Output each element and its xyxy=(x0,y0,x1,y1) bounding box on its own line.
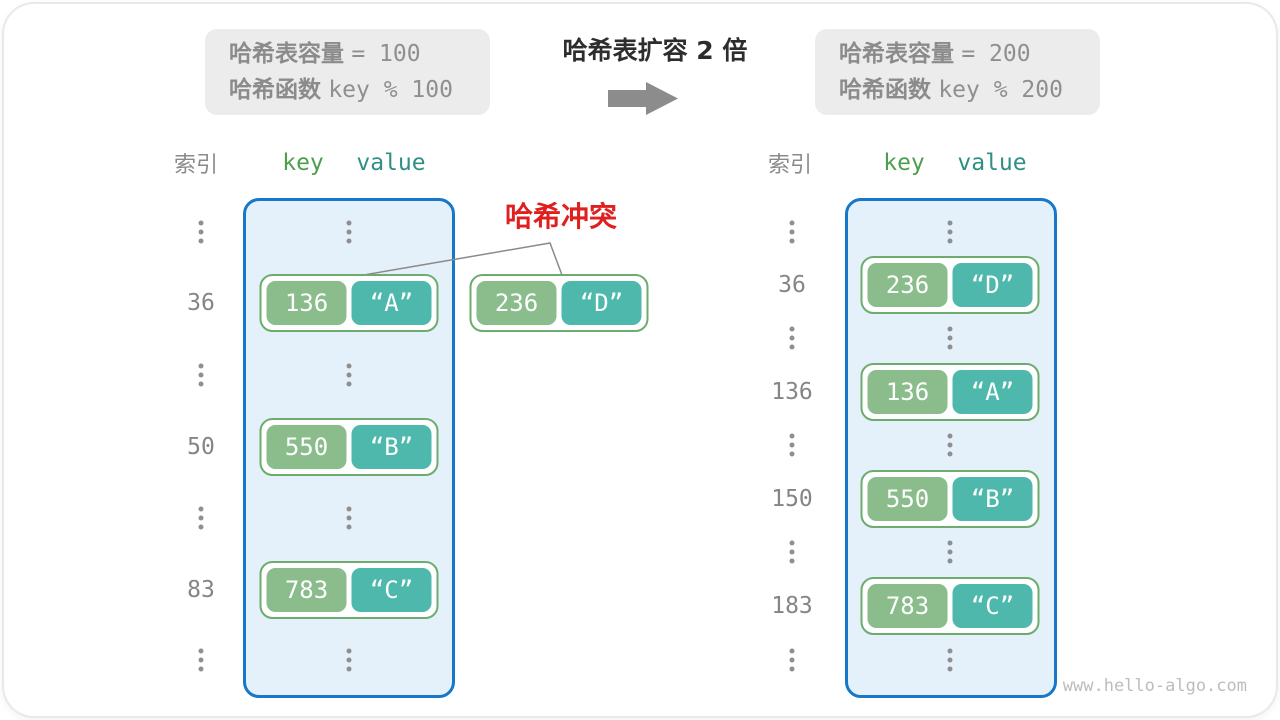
right-index-183: 183 xyxy=(771,593,813,619)
pair-136-A: 136 “A” xyxy=(259,274,439,332)
ellipsis-icon xyxy=(198,506,204,530)
right-index-150: 150 xyxy=(771,486,813,512)
pair-550-B: 550 “B” xyxy=(259,418,439,476)
transition-title: 哈希表扩容 2 倍 xyxy=(562,36,748,65)
pair-136-A: 136 “A” xyxy=(860,363,1040,421)
diagram-card xyxy=(4,4,1276,716)
ellipsis-icon xyxy=(947,648,953,672)
hashfn-value: key % 200 xyxy=(938,77,1063,103)
left-index-50: 50 xyxy=(187,434,215,460)
hashfn-label: 哈希函数 xyxy=(229,77,321,103)
ellipsis-icon xyxy=(789,433,795,457)
ellipsis-icon xyxy=(947,220,953,244)
arrow-right-icon xyxy=(608,82,678,119)
ellipsis-icon xyxy=(947,433,953,457)
pair-550-B: 550 “B” xyxy=(860,470,1040,528)
key-cell: 236 xyxy=(476,281,557,325)
value-cell: “A” xyxy=(351,281,432,325)
pair-236-D-colliding: 236 “D” xyxy=(469,274,649,332)
ellipsis-icon xyxy=(789,648,795,672)
right-index-136: 136 xyxy=(771,379,813,405)
pair-236-D: 236 “D” xyxy=(860,256,1040,314)
key-cell: 550 xyxy=(266,425,347,469)
ellipsis-icon xyxy=(789,540,795,564)
key-cell: 783 xyxy=(867,584,948,628)
right-value-header: value xyxy=(957,150,1027,176)
value-cell: “C” xyxy=(351,568,432,612)
right-index-header: 索引 xyxy=(767,153,813,178)
before-capacity-line: 哈希表容量 = 100 xyxy=(229,36,490,72)
left-key-header: key xyxy=(282,150,324,176)
left-index-83: 83 xyxy=(187,577,215,603)
ellipsis-icon xyxy=(346,363,352,387)
right-index-36: 36 xyxy=(778,272,806,298)
value-cell: “B” xyxy=(351,425,432,469)
before-capacity-box: 哈希表容量 = 100 哈希函数 key % 100 xyxy=(205,29,490,115)
capacity-label: 哈希表容量 xyxy=(229,41,344,67)
capacity-value: = 100 xyxy=(351,41,421,67)
key-cell: 783 xyxy=(266,568,347,612)
left-value-header: value xyxy=(356,150,426,176)
ellipsis-icon xyxy=(947,540,953,564)
ellipsis-icon xyxy=(346,220,352,244)
ellipsis-icon xyxy=(198,648,204,672)
ellipsis-icon xyxy=(789,220,795,244)
value-cell: “A” xyxy=(952,370,1033,414)
key-cell: 136 xyxy=(867,370,948,414)
ellipsis-icon xyxy=(346,648,352,672)
left-index-36: 36 xyxy=(187,290,215,316)
left-index-header: 索引 xyxy=(173,153,219,178)
ellipsis-icon xyxy=(346,506,352,530)
before-hashfn-line: 哈希函数 key % 100 xyxy=(229,72,490,108)
after-capacity-box: 哈希表容量 = 200 哈希函数 key % 200 xyxy=(815,29,1100,115)
collision-label: 哈希冲突 xyxy=(504,200,618,233)
ellipsis-icon xyxy=(198,220,204,244)
value-cell: “D” xyxy=(561,281,642,325)
ellipsis-icon xyxy=(198,363,204,387)
right-key-header: key xyxy=(883,150,925,176)
after-capacity-line: 哈希表容量 = 200 xyxy=(839,36,1100,72)
value-cell: “D” xyxy=(952,263,1033,307)
pair-783-C: 783 “C” xyxy=(860,577,1040,635)
hashfn-value: key % 100 xyxy=(328,77,453,103)
hashfn-label: 哈希函数 xyxy=(839,77,931,103)
key-cell: 550 xyxy=(867,477,948,521)
value-cell: “C” xyxy=(952,584,1033,628)
ellipsis-icon xyxy=(789,326,795,350)
pair-783-C: 783 “C” xyxy=(259,561,439,619)
capacity-label: 哈希表容量 xyxy=(839,41,954,67)
value-cell: “B” xyxy=(952,477,1033,521)
after-hashfn-line: 哈希函数 key % 200 xyxy=(839,72,1100,108)
watermark: www.hello-algo.com xyxy=(1062,676,1247,696)
capacity-value: = 200 xyxy=(961,41,1031,67)
key-cell: 236 xyxy=(867,263,948,307)
key-cell: 136 xyxy=(266,281,347,325)
ellipsis-icon xyxy=(947,326,953,350)
